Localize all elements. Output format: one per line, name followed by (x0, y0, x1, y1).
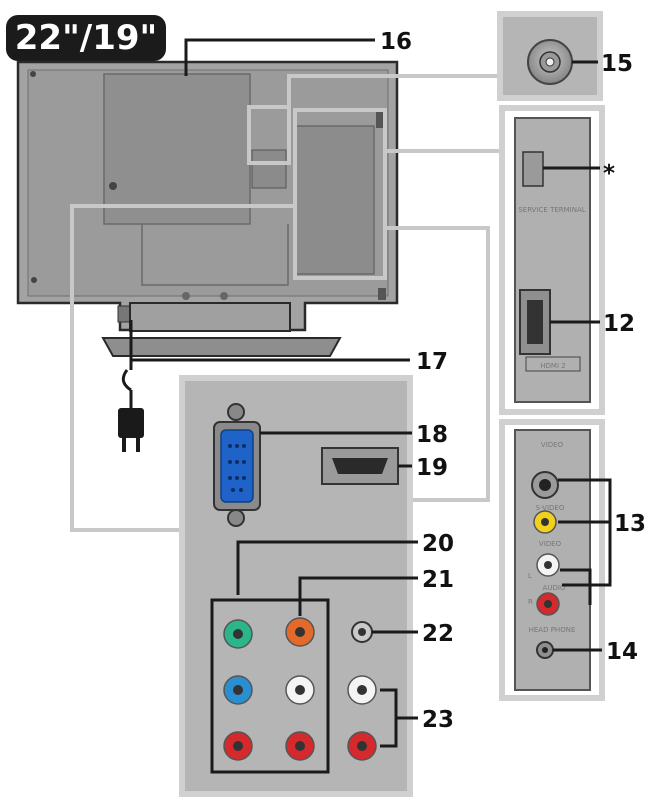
title-badge (6, 15, 166, 61)
power-plug-icon (118, 408, 144, 438)
leader-lines (131, 38, 612, 748)
service-label: SERVICE TERMINAL (518, 206, 585, 214)
svideo-label: S-VIDEO (536, 504, 565, 512)
service-port-icon (522, 151, 544, 187)
callout-star: * (603, 161, 615, 187)
callout-12: 12 (603, 311, 635, 337)
callout-16: 16 (380, 29, 412, 55)
audio-r-label: R (528, 598, 533, 606)
callout-17: 17 (416, 349, 448, 375)
tv-body (16, 60, 399, 332)
video-jack-label: VIDEO (539, 540, 562, 548)
callout-23: 23 (422, 707, 454, 733)
side-panel-upper: SERVICE TERMINAL HDMI 2 (499, 105, 605, 415)
tv-stand (101, 302, 342, 357)
power-cord (118, 320, 144, 452)
title-text: 22"/19" (15, 18, 157, 58)
callout-14: 14 (606, 639, 638, 665)
antenna-panel (497, 11, 603, 101)
headphone-label: HEAD PHONE (529, 626, 576, 634)
audio-l-label: L (528, 572, 532, 580)
callout-22: 22 (422, 621, 454, 647)
hdmi2-label: HDMI 2 (540, 362, 565, 370)
callout-18: 18 (416, 422, 448, 448)
guide-lines (70, 74, 505, 532)
callout-15: 15 (601, 51, 633, 77)
callout-19: 19 (416, 455, 448, 481)
video-header-label: VIDEO (541, 441, 564, 449)
callout-13: 13 (614, 511, 646, 537)
rear-terminal-panel (179, 375, 418, 797)
vesa-plate (103, 73, 251, 225)
callout-20: 20 (422, 531, 454, 557)
callout-21: 21 (422, 567, 454, 593)
audio-label: AUDIO (543, 584, 566, 592)
side-panel-lower: VIDEO S-VIDEO VIDEO L AUDIO R HEAD PHONE (499, 419, 605, 701)
